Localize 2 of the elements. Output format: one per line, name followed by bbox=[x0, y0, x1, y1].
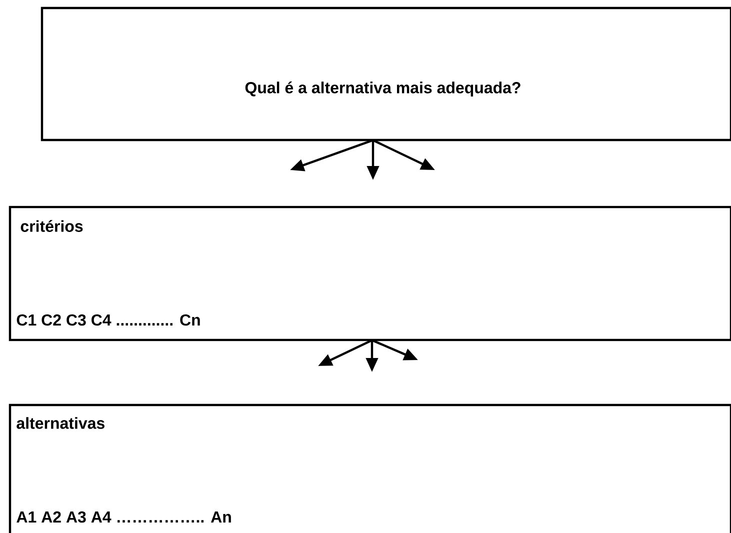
list-box: alternativas A1 A2 A3 A4 …………….. An bbox=[8, 404, 731, 533]
question-box: Qual é a alternativa mais adequada? bbox=[40, 6, 731, 142]
